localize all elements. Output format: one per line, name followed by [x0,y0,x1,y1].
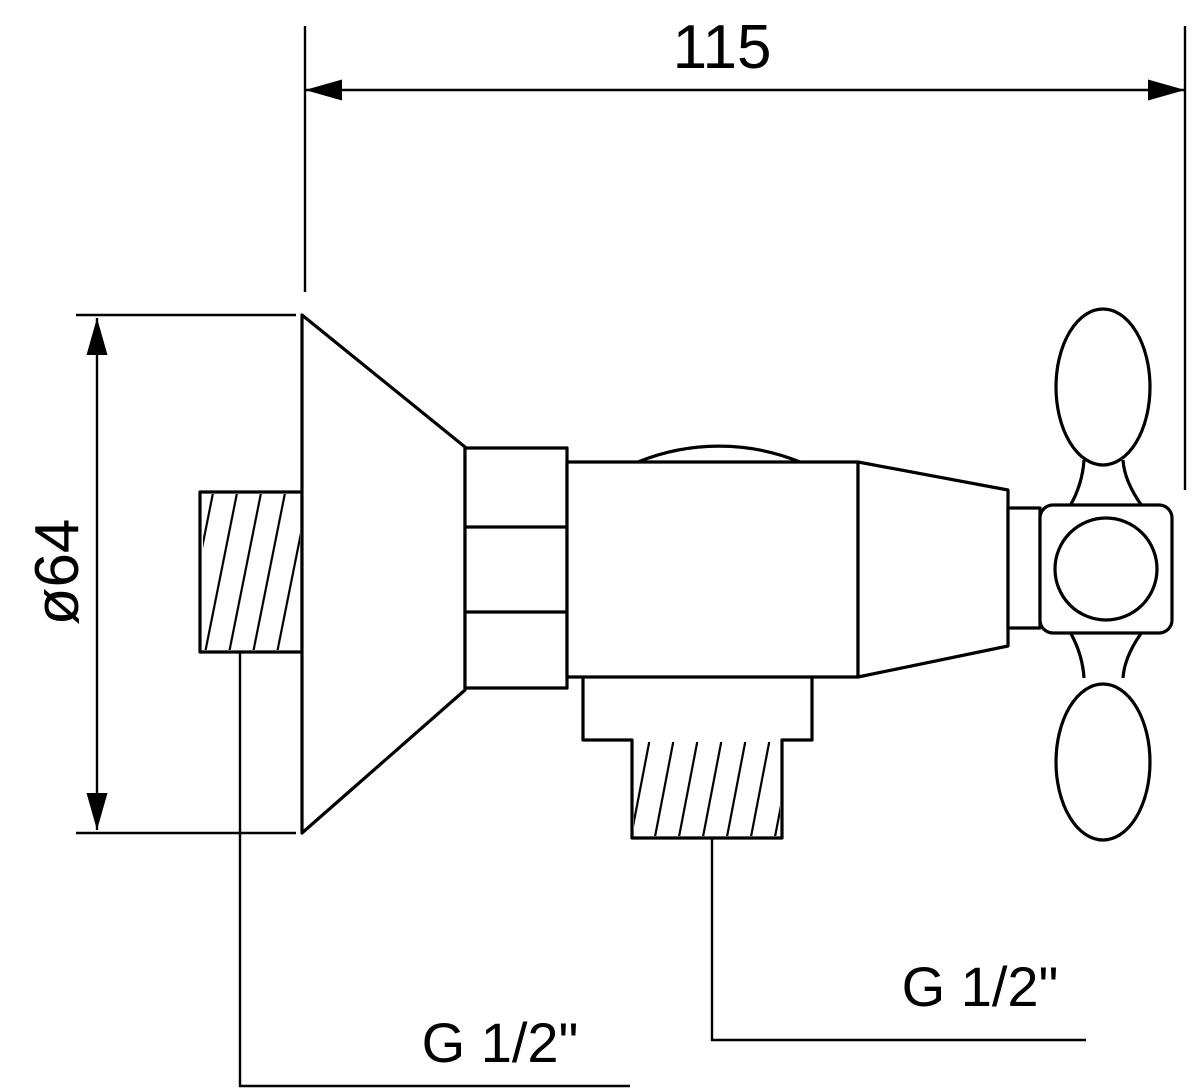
arrowhead-down-icon [86,793,108,830]
wall-flange [300,313,467,835]
hatch-line [654,742,675,836]
outlet-collar-and-stub [581,677,814,840]
hatch-line [203,494,214,549]
handle-neck-line [1068,631,1086,679]
handle-hub-cap [1053,516,1159,622]
handle-top-lobe [1054,307,1152,467]
valve-stem [1006,506,1042,630]
wall-thread-stub [198,490,304,654]
callout-outlet-thread: G 1/2" [710,838,1086,1042]
hatch-line [774,804,780,836]
hatch-line [634,742,651,828]
dimension-horizontal: 115 [303,13,1187,490]
dimension-diameter-label: ø64 [23,519,92,626]
handle-neck-line [1121,631,1144,679]
hatch-line [726,742,747,836]
leader-line-outlet [710,838,1086,1042]
hatch-line [678,742,699,836]
dimension-horizontal-label: 115 [673,13,772,82]
hatch-line [702,742,723,836]
wall-thread-hatch [203,494,300,650]
outlet-thread-label: G 1/2" [902,955,1059,1018]
handle-neck-line [1121,459,1144,507]
arrowhead-right-icon [1148,79,1185,101]
hex-nut [463,446,569,690]
dimension-diameter: ø64 [23,313,296,835]
valve-body-dome [637,444,801,464]
bonnet-cone [856,460,1010,679]
arrowhead-left-icon [305,79,342,101]
cross-handle [1038,307,1174,842]
arrowhead-up-icon [86,318,108,355]
hatch-line [252,494,286,650]
outlet-thread-hatch [634,742,780,836]
hatch-line [228,494,262,650]
hatch-line [276,532,300,650]
handle-bottom-lobe [1054,682,1152,842]
hatch-line [750,742,771,836]
leader-line-inlet [238,652,630,1088]
valve-assembly [198,307,1174,842]
handle-neck-line [1068,459,1086,507]
valve-body [565,460,860,679]
inlet-thread-label: G 1/2" [422,1011,579,1074]
hatch-line [204,494,238,650]
callout-inlet-thread: G 1/2" [238,652,630,1088]
